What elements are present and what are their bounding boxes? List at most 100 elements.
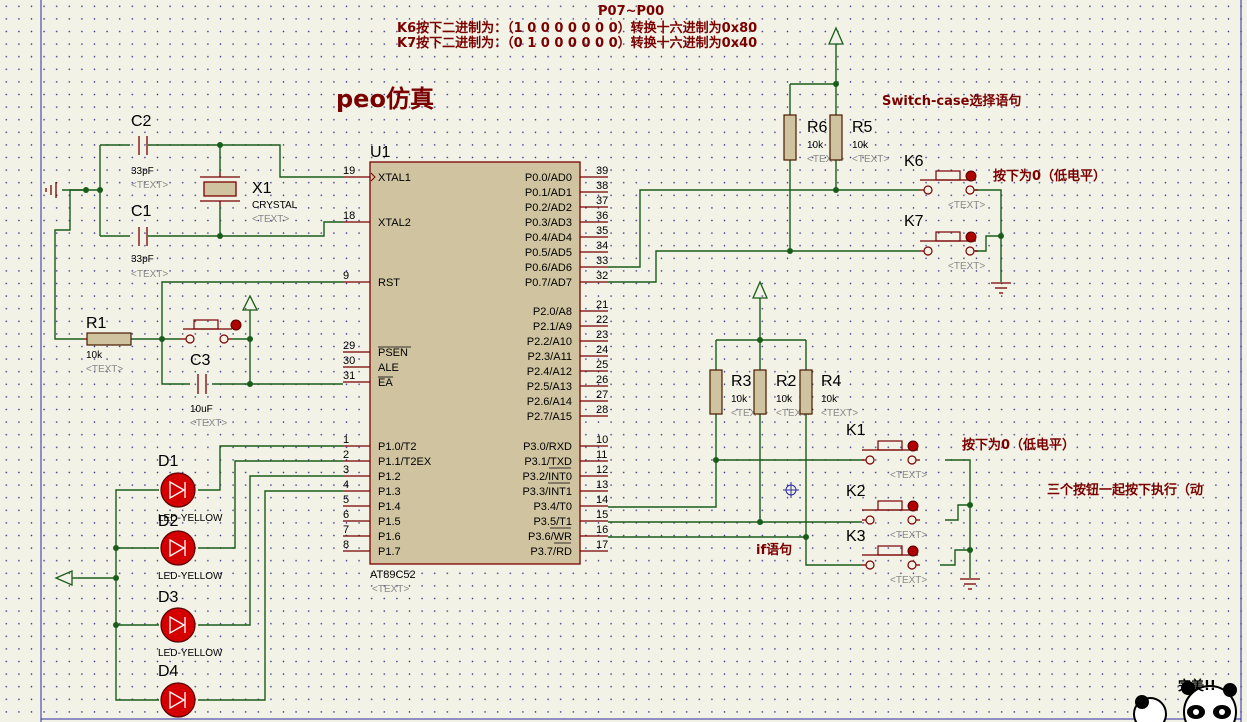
chip-pin-label: P2.1/A9 [533,321,572,333]
chip-pin-label: P3.2/INT0 [522,471,572,483]
capacitor-c1[interactable]: C1 33pF <TEXT> [131,203,168,280]
chip-pin-label: P2.7/A15 [527,411,572,423]
clock-marker [370,172,376,182]
capacitor-c2[interactable]: C2 33pF <TEXT> [131,113,168,191]
push-button-k2[interactable]: K2 <TEXT> [846,483,927,541]
chip-right-pins: 39P0.0/AD038P0.1/AD137P0.2/AD236P0.3/AD3… [522,165,608,558]
capacitor-c3[interactable]: C3 10uF <TEXT> [190,352,227,429]
button-indicator-icon [907,440,919,452]
chip-pin-number: 25 [596,359,608,371]
r4-value: 10k [821,394,838,405]
chip-pin-label: P2.3/A11 [528,351,572,363]
led-ref: D2 [158,513,179,530]
resistor-r3[interactable]: R3 10k <TEXT> [709,369,768,419]
resistor-r1[interactable]: R1 10k <TEXT> [83,315,132,375]
button-contact [865,560,875,570]
led-d4[interactable]: D4LED-YELLOW [158,663,223,722]
wires-leds [78,445,343,701]
diode-symbol-icon [169,615,186,635]
led-lens [160,607,196,643]
push-button-k7[interactable]: K7<TEXT> [904,213,985,272]
chip-pin-label: P1.3 [378,486,401,498]
x1-value: CRYSTAL [252,200,298,211]
page-title: peo仿真 [336,85,434,113]
chip-left-pins: 19XTAL118XTAL29RST29PSEN30ALE31EA1P1.0/T… [343,165,432,558]
reset-button[interactable] [180,319,242,344]
button-contact [923,185,933,195]
chip-pin-number: 21 [596,299,608,311]
chip-pin-label: P3.0/RXD [523,441,572,453]
resistor-r5[interactable]: R5 10k <TEXT> [829,114,889,165]
button-cap [935,170,961,181]
chip-pin-label: P1.4 [378,501,401,513]
c3-ref: C3 [190,352,211,369]
power-arrow-p3 [752,280,768,299]
crystal-x1[interactable]: X1 CRYSTAL <TEXT> [200,172,298,225]
chip-pin-number: 27 [596,389,608,401]
r1-ref: R1 [86,315,107,332]
chip-pin-number: 37 [596,195,608,207]
button-cap [877,440,903,451]
button-ref: K2 [846,483,866,500]
c1-text: <TEXT> [131,269,168,280]
chip-pin-number: 8 [343,539,349,551]
junction [787,248,793,254]
push-button-k6[interactable]: K6<TEXT> [904,153,985,211]
chip-pin-number: 32 [596,270,608,282]
r3-ref: R3 [731,373,752,390]
chip-u1[interactable]: U1 AT89C52 <TEXT> 19XTAL118XTAL29RST29PS… [343,144,608,595]
r6-value: 10k [807,140,824,151]
chip-pin-label: P3.3/INT1 [522,486,572,498]
junction [998,233,1004,239]
push-button-k1[interactable]: K1<TEXT> [846,422,927,481]
chip-part: AT89C52 [370,569,416,581]
chip-pin-label: P1.7 [378,546,401,558]
chip-pin-number: 39 [596,165,608,177]
chip-pin-label: XTAL1 [378,172,411,184]
button-cap [877,500,903,511]
resistor-r4[interactable]: R4 10k <TEXT> [799,369,858,419]
r6-ref: R6 [807,119,828,136]
button-indicator-icon [965,231,977,243]
chip-pin-label: ALE [378,362,399,374]
chip-pin-number: 34 [596,240,608,252]
chip-pin-number: 6 [343,509,349,521]
resistor-r2[interactable]: R2 10k <TEXT> [753,369,813,419]
chip-pin-number: 2 [343,449,349,461]
resistor-r6[interactable]: R6 10k <TEXT> [783,114,844,165]
chip-pin-number: 11 [596,449,607,461]
junction [97,187,103,193]
junction [247,381,253,387]
chip-pin-number: 9 [343,270,349,282]
chip-pin-number: 24 [596,344,608,356]
panda-watermark: 完美!! [1133,678,1237,722]
r5-value: 10k [852,140,869,151]
chip-pin-label: P1.6 [378,531,401,543]
button-contact [907,515,917,525]
chip-pin-number: 14 [596,494,608,506]
button-text: <TEXT> [890,530,927,541]
junction [757,337,763,343]
c3-text: <TEXT> [190,418,227,429]
chip-pin-number: 4 [343,479,349,491]
button-contact [865,515,875,525]
button-contact [907,455,917,465]
chip-pin-label: P1.1/T2EX [378,456,432,468]
led-ref: D3 [158,589,179,606]
junction [967,547,973,553]
chip-pin-number: 35 [596,225,608,237]
note-k1-press: 按下为0（低电平） [962,437,1075,453]
power-arrow-reset [241,294,259,311]
r2-ref: R2 [776,373,797,390]
r3-text: <TEXT> [731,408,768,419]
push-button-k3[interactable]: K3<TEXT> [846,528,927,586]
chip-pin-label: P0.5/AD5 [525,247,572,259]
button-text: <TEXT> [890,575,927,586]
chip-pin-number: 5 [343,494,349,506]
